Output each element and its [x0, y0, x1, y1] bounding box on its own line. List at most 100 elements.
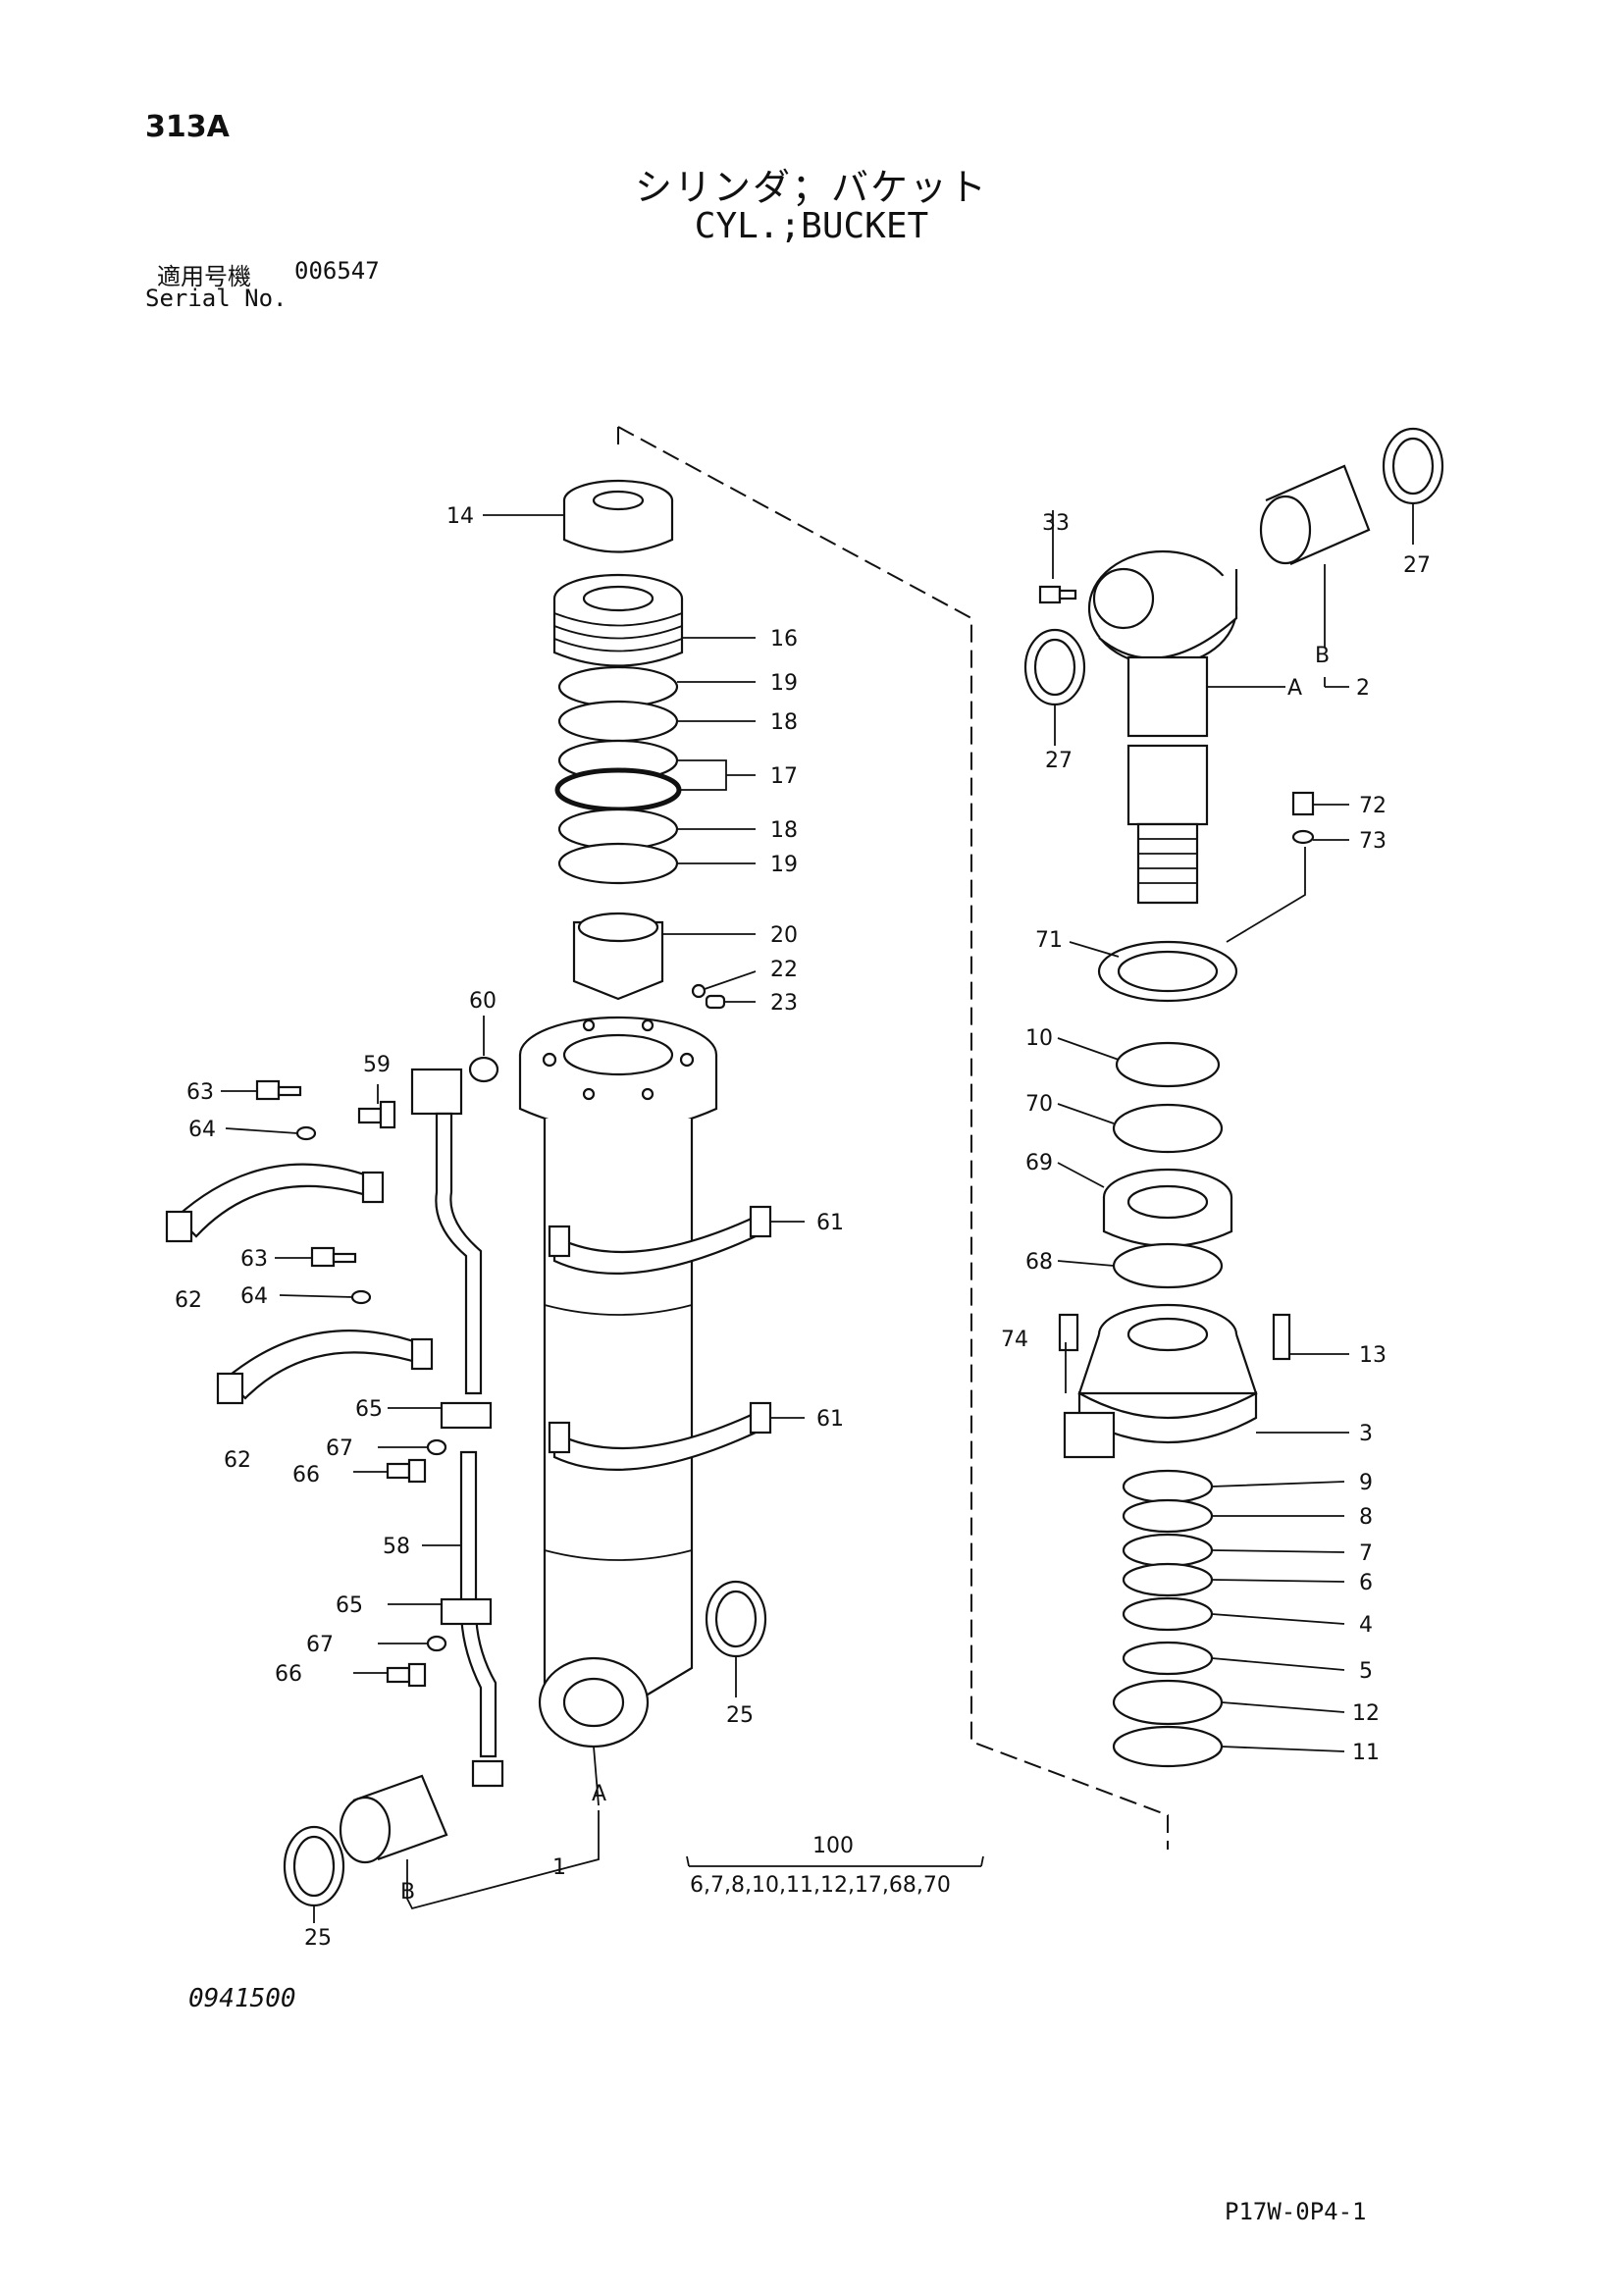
callout-25-left: 25 [304, 1926, 332, 1951]
drawing-number: 0941500 [188, 1984, 296, 2013]
callout-62-lower: 62 [224, 1448, 251, 1473]
callout-66-lower: 66 [275, 1662, 302, 1687]
callout-64-lower: 64 [240, 1284, 268, 1309]
part-59-bolt [357, 1100, 396, 1129]
part-60-o-ring [468, 1056, 499, 1083]
callout-71: 71 [1035, 928, 1063, 953]
callout-74: 74 [1001, 1328, 1028, 1352]
callout-63-lower: 63 [240, 1247, 268, 1272]
ref-a-left: A [592, 1782, 606, 1806]
part-27-seal-lower [1023, 628, 1086, 706]
callout-69: 69 [1025, 1151, 1053, 1175]
callout-18-upper: 18 [770, 710, 798, 735]
part-2-piston-rod [1087, 549, 1238, 905]
part-10-70-seals [1112, 1041, 1224, 1154]
callout-67-upper: 67 [326, 1436, 353, 1461]
callout-62-upper: 62 [175, 1288, 202, 1313]
sheet-code: P17W-0P4-1 [1225, 2198, 1367, 2225]
callout-20: 20 [770, 923, 798, 948]
callout-10: 10 [1025, 1026, 1053, 1051]
callout-6: 6 [1359, 1571, 1373, 1595]
part-63-bolt-lower [310, 1246, 357, 1268]
part-62-band-upper [165, 1163, 385, 1243]
callout-18-lower: 18 [770, 818, 798, 843]
callout-60: 60 [469, 989, 497, 1014]
page-code: 313A [145, 110, 230, 144]
part-65-clamp [440, 1401, 493, 1626]
part-33-grease-nipple [1038, 585, 1077, 604]
callout-67-lower: 67 [306, 1633, 334, 1657]
part-14-cushion [562, 479, 674, 553]
part-22-23-set-screw [691, 983, 726, 1010]
part-b-bushing-left [339, 1774, 448, 1864]
callout-63-upper: 63 [186, 1080, 214, 1105]
part-66-67-bolt-washer [386, 1438, 447, 1688]
callout-5: 5 [1359, 1659, 1373, 1684]
title-english: CYL.;BUCKET [694, 206, 929, 246]
serial-label-japanese: 適用号機 [157, 263, 251, 290]
callout-labels: 14 16 19 18 17 18 19 20 22 23 60 59 63 6… [175, 504, 1431, 1951]
piston-rings [554, 665, 682, 885]
callout-19-lower: 19 [770, 853, 798, 877]
callout-25-right: 25 [726, 1703, 754, 1728]
callout-13: 13 [1359, 1343, 1387, 1368]
callout-9: 9 [1359, 1471, 1373, 1495]
part-68-seal [1112, 1242, 1224, 1289]
title-japanese: シリンダ；バケット [634, 166, 988, 209]
callout-2: 2 [1356, 676, 1370, 701]
callout-59: 59 [363, 1053, 391, 1077]
part-64-washers [295, 1125, 372, 1305]
part-25-seal-right [705, 1580, 767, 1658]
part-63-bolt-upper [255, 1079, 302, 1101]
assembly-guide-lines [617, 426, 1169, 1850]
callout-68: 68 [1025, 1250, 1053, 1275]
part-61-band-lower [548, 1401, 772, 1471]
callout-61-lower: 61 [816, 1407, 844, 1432]
part-27-seal-upper [1382, 427, 1444, 505]
kit-contents: 6,7,8,10,11,12,17,68,70 [690, 1873, 951, 1898]
part-25-seal-left [283, 1825, 345, 1907]
part-69-gland [1102, 1168, 1233, 1248]
callout-16: 16 [770, 627, 798, 652]
callout-3: 3 [1359, 1422, 1373, 1446]
callout-14: 14 [446, 504, 474, 529]
callout-12: 12 [1352, 1701, 1380, 1726]
callout-27-lower: 27 [1045, 749, 1073, 773]
ref-b-right: B [1315, 644, 1330, 668]
callout-72: 72 [1359, 794, 1387, 818]
callout-19-upper: 19 [770, 671, 798, 696]
callout-11: 11 [1352, 1741, 1380, 1765]
part-1-cylinder-tube [518, 1016, 718, 1748]
leader-lines [221, 503, 1414, 1923]
callout-27-upper: 27 [1403, 553, 1431, 578]
callout-17: 17 [770, 764, 798, 789]
ref-b-left: B [400, 1880, 415, 1905]
callout-1: 1 [552, 1855, 566, 1880]
part-b-bushing-right [1259, 464, 1371, 566]
part-3-rod-cover [1063, 1303, 1258, 1459]
callout-73: 73 [1359, 829, 1387, 854]
callout-70: 70 [1025, 1092, 1053, 1117]
part-74-fitting [1058, 1313, 1079, 1352]
callout-58: 58 [383, 1535, 410, 1559]
callout-22: 22 [770, 958, 798, 982]
rod-cover-seals-stack [1112, 1469, 1224, 1768]
part-13-bolt [1272, 1313, 1291, 1361]
callout-64-upper: 64 [188, 1118, 216, 1142]
part-61-band-upper [548, 1205, 772, 1275]
callout-23: 23 [770, 991, 798, 1016]
part-20-nut [572, 912, 664, 1001]
serial-value: 006547 [294, 257, 380, 285]
part-16-piston [552, 573, 684, 667]
callout-61-upper: 61 [816, 1211, 844, 1235]
callout-7: 7 [1359, 1541, 1373, 1566]
part-58-pipe [410, 1068, 504, 1788]
callout-4: 4 [1359, 1613, 1373, 1638]
callout-65-lower: 65 [336, 1593, 363, 1618]
part-72-73-bolt-washer [1291, 791, 1315, 845]
callout-65-upper: 65 [355, 1397, 383, 1422]
part-62-band-lower [216, 1330, 434, 1405]
part-71-plate [1097, 940, 1238, 1003]
serial-label-english: Serial No. [145, 285, 288, 312]
